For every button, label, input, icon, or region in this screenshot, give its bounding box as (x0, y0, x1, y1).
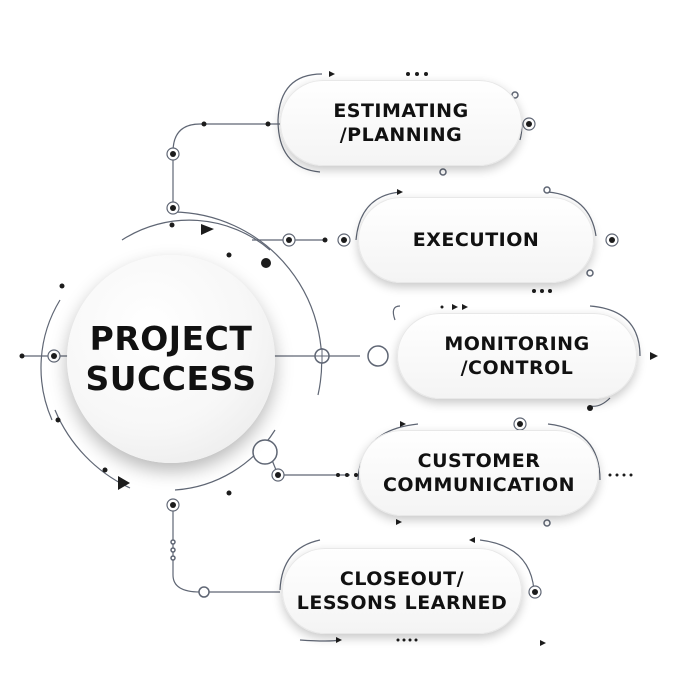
ring-node (170, 539, 176, 545)
solid-dots (19, 72, 633, 642)
node-estimating-planning: ESTIMATING /PLANNING (280, 80, 522, 166)
connector-estimating (172, 123, 280, 208)
arrowheads (118, 71, 658, 646)
node-label: ESTIMATING /PLANNING (333, 100, 469, 146)
node-label: CUSTOMER COMMUNICATION (382, 450, 576, 496)
hub-left-arc (40, 299, 61, 421)
ring-node (543, 519, 551, 527)
node-label: EXECUTION (412, 229, 540, 251)
hub-circle: PROJECT SUCCESS (67, 255, 275, 463)
node-label: CLOSEOUT/ LESSONS LEARNED (296, 568, 508, 614)
target-dots (47, 117, 619, 599)
ring-node (586, 269, 594, 277)
hub-inner-arc (121, 219, 271, 251)
connector-closeout (172, 505, 280, 593)
ring-node (170, 547, 176, 553)
ring-node (170, 555, 176, 561)
ring-node (367, 345, 389, 367)
node-customer-communication: CUSTOMER COMMUNICATION (359, 430, 599, 516)
hub-label: PROJECT SUCCESS (85, 319, 257, 398)
ring-node (543, 186, 551, 194)
node-execution: EXECUTION (358, 197, 594, 283)
node-label: MONITORING /CONTROL (444, 333, 590, 379)
node-closeout-lessons-learned: CLOSEOUT/ LESSONS LEARNED (282, 548, 522, 634)
ring-node (198, 586, 210, 598)
ring-node (439, 168, 447, 176)
ring-node (252, 439, 278, 465)
node-monitoring-control: MONITORING /CONTROL (397, 313, 637, 399)
